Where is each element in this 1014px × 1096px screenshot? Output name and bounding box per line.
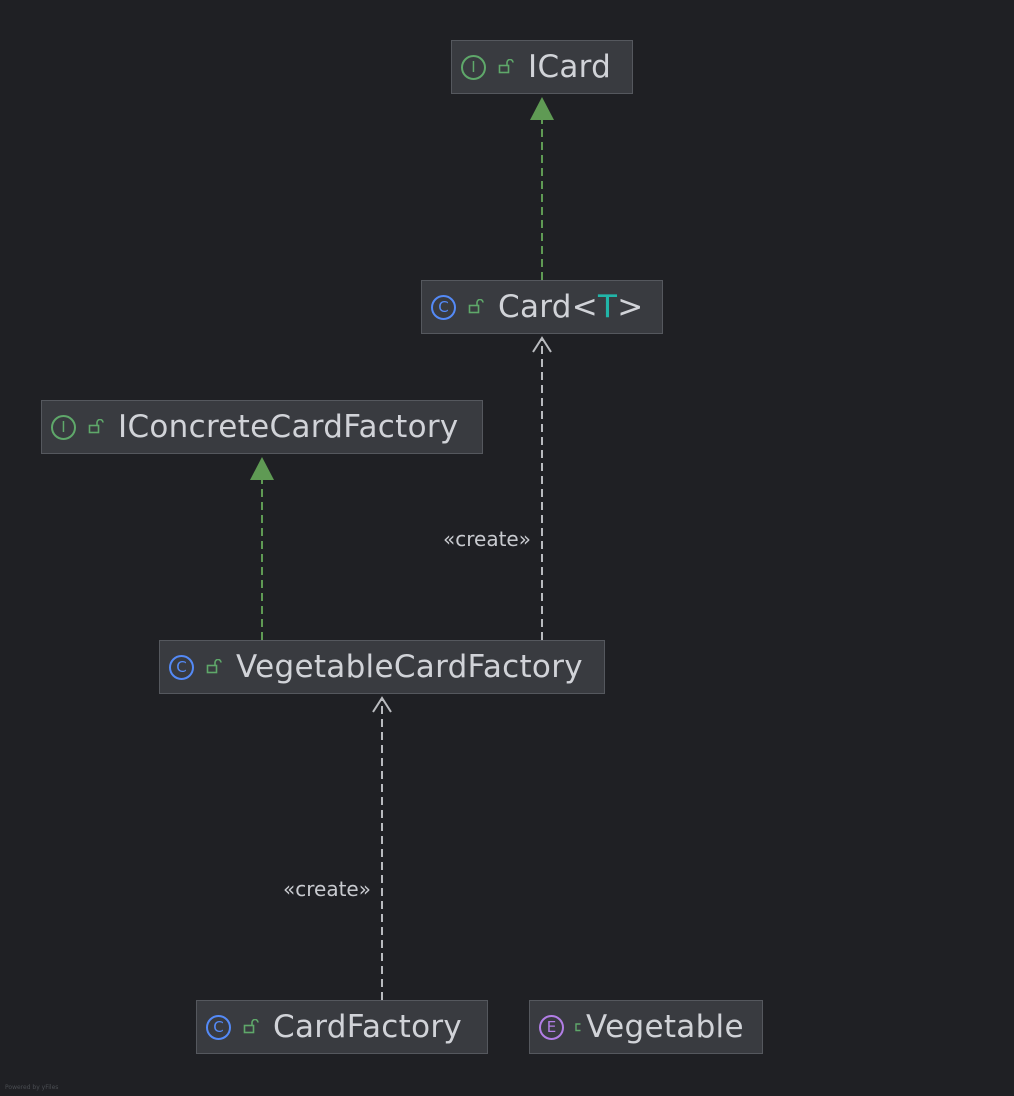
node-vegetable[interactable]: E Vegetable xyxy=(529,1000,763,1054)
node-vegetablecardfactory[interactable]: C VegetableCardFactory xyxy=(159,640,605,694)
class-icon: C xyxy=(169,654,194,680)
package-private-icon xyxy=(575,1023,581,1032)
class-name: Card xyxy=(498,289,572,325)
node-icard[interactable]: I ICard xyxy=(451,40,633,94)
type-parameter: T xyxy=(598,289,618,325)
node-name: CardFactory xyxy=(273,1009,463,1045)
public-lock-icon xyxy=(88,419,104,434)
edge-card-realizes-icard xyxy=(530,97,554,280)
create-label-cardfactory-to-vegetablecardfactory: «create» xyxy=(283,877,371,901)
edge-cardfactory-creates-vegetablecardfactory xyxy=(372,696,392,1000)
node-iconcretecardfactory[interactable]: I IConcreteCardFactory xyxy=(41,400,483,454)
node-name: VegetableCardFactory xyxy=(236,649,583,685)
generic-close-bracket: > xyxy=(617,289,644,325)
node-name: IConcreteCardFactory xyxy=(118,409,459,445)
public-lock-icon xyxy=(468,299,484,314)
node-name: ICard xyxy=(528,49,612,85)
public-lock-icon xyxy=(243,1019,259,1034)
node-name: Card<T> xyxy=(498,289,644,325)
enum-icon: E xyxy=(539,1014,564,1040)
node-cardfactory[interactable]: C CardFactory xyxy=(196,1000,488,1054)
create-label-vegetablecardfactory-to-card: «create» xyxy=(443,527,531,551)
edge-vegetablecardfactory-realizes-iconcretecardfactory xyxy=(250,457,274,640)
class-icon: C xyxy=(431,294,456,320)
node-card[interactable]: C Card<T> xyxy=(421,280,663,334)
powered-by-footer: Powered by yFiles xyxy=(5,1084,59,1091)
public-lock-icon xyxy=(498,59,514,74)
edge-vegetablecardfactory-creates-card xyxy=(532,336,552,640)
generic-open-bracket: < xyxy=(571,289,599,325)
interface-icon: I xyxy=(461,54,486,80)
interface-icon: I xyxy=(51,414,76,440)
public-lock-icon xyxy=(206,659,222,674)
class-icon: C xyxy=(206,1014,231,1040)
node-name: Vegetable xyxy=(586,1009,744,1045)
